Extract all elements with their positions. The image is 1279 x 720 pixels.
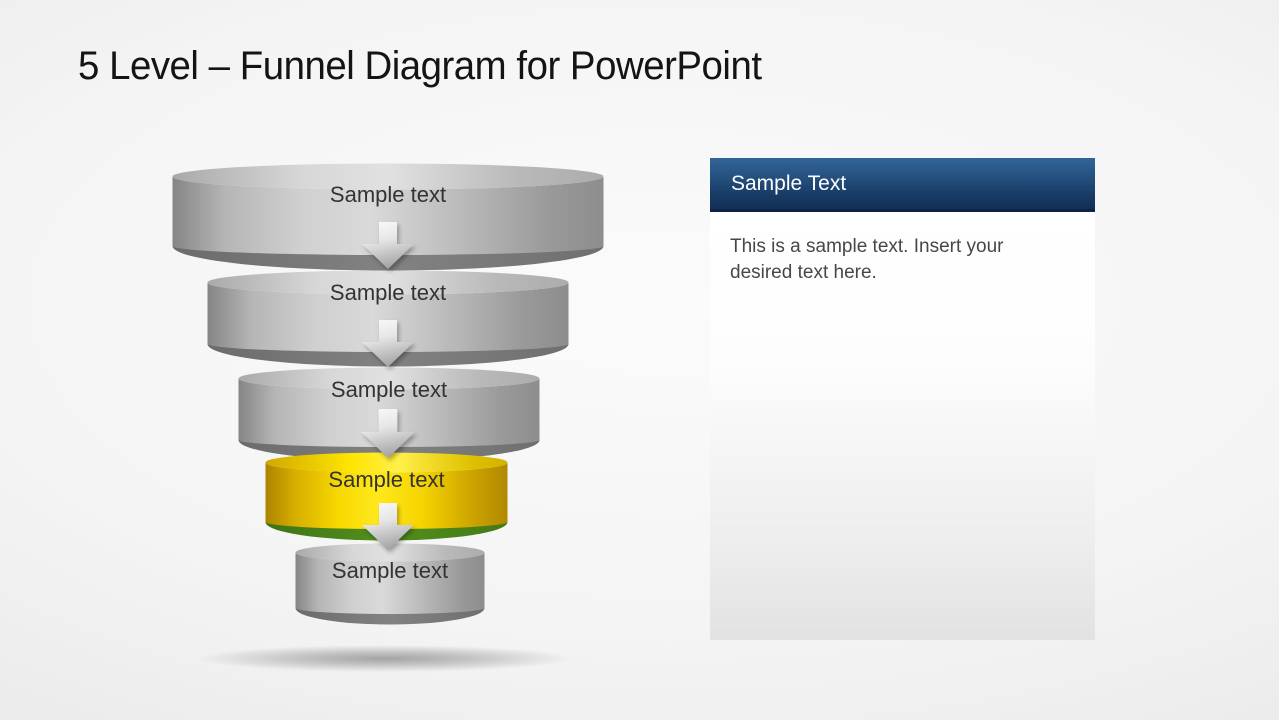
- page-title: 5 Level – Funnel Diagram for PowerPoint: [78, 44, 762, 88]
- arrow-down-icon: [362, 222, 414, 269]
- arrow-down-icon: [360, 409, 416, 458]
- arrow-down-icon: [362, 320, 414, 367]
- arrow-down-icon: [362, 503, 414, 550]
- panel-body: This is a sample text. Insert your desir…: [710, 212, 1095, 640]
- panel-header: Sample Text: [710, 158, 1095, 212]
- funnel-level-5-cylinder: [295, 543, 485, 625]
- panel-header-title: Sample Text: [731, 171, 847, 195]
- funnel-drop-shadow: [198, 645, 572, 672]
- panel-body-text: This is a sample text. Insert your desir…: [730, 236, 1004, 283]
- description-panel: Sample Text This is a sample text. Inser…: [710, 158, 1095, 640]
